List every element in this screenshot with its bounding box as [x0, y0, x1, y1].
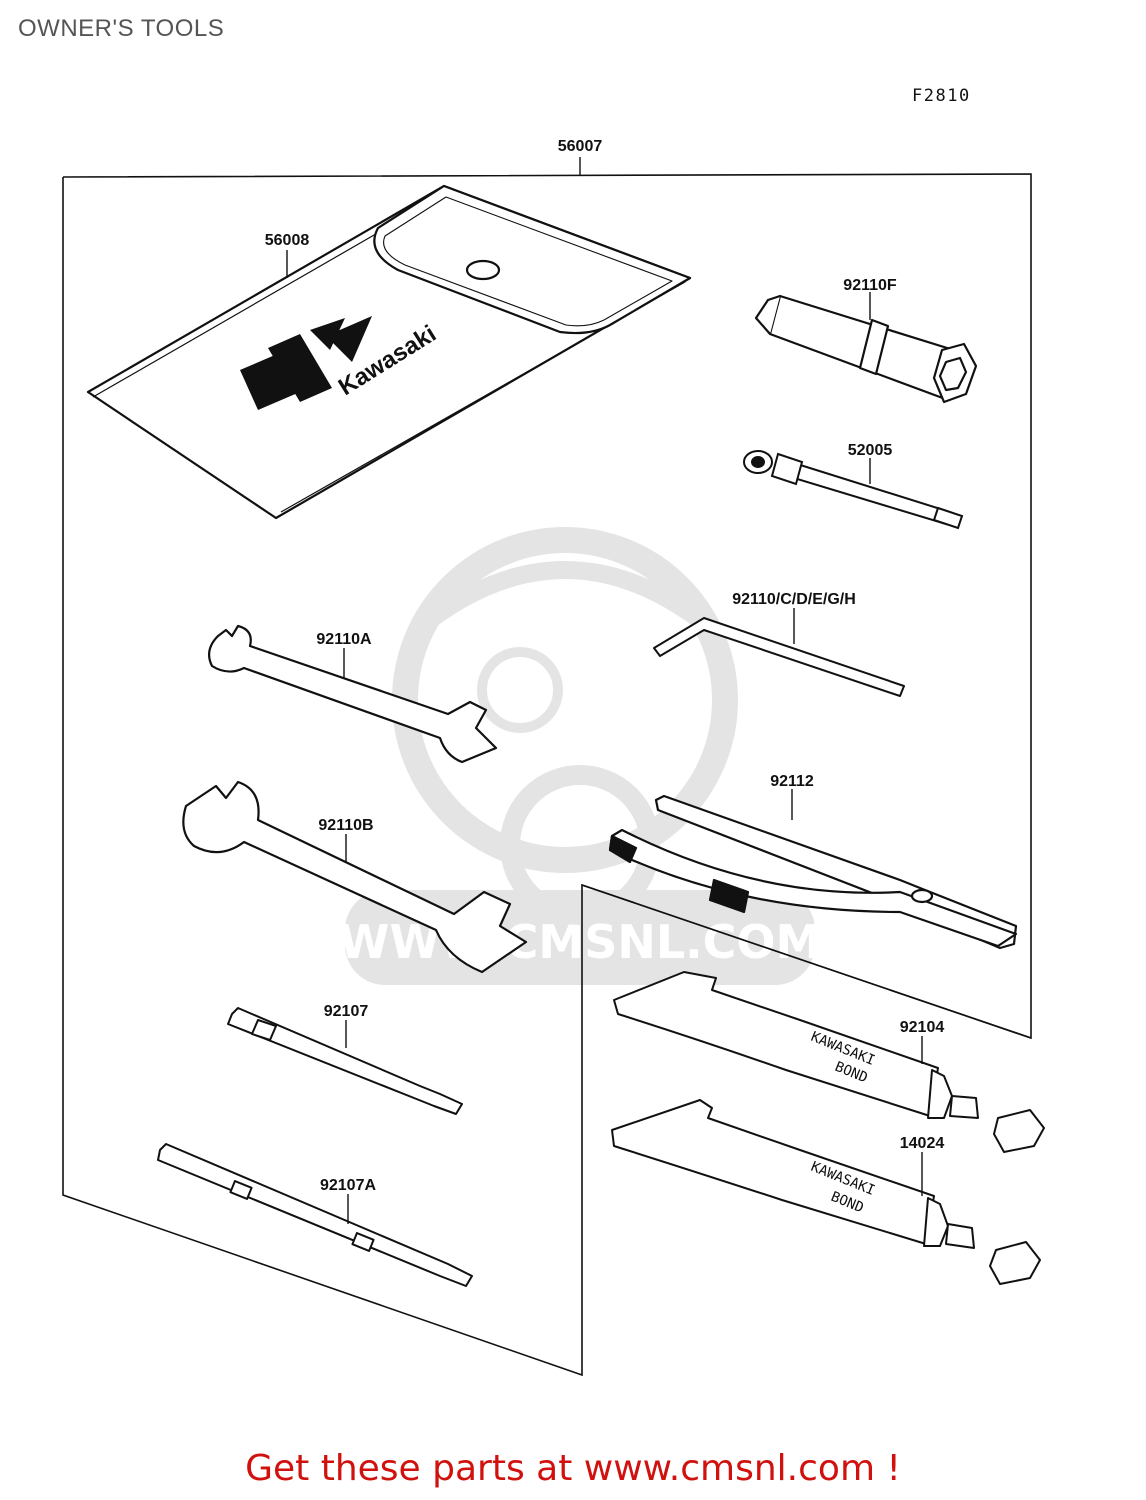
pliers [608, 794, 1018, 950]
bond-tube-14024: KAWASAKI BOND [611, 1099, 1041, 1285]
tommy-bar-handle [743, 450, 964, 530]
page-title: OWNER'S TOOLS [18, 15, 225, 42]
part-label-14024: 14024 [900, 1135, 945, 1152]
plug-wrench [754, 294, 978, 404]
part-label-52005: 52005 [848, 442, 893, 459]
part-label-92110B: 92110B [318, 817, 373, 834]
screwdriver-92107a [157, 1143, 473, 1287]
part-label-92107: 92107 [324, 1003, 369, 1020]
figure-code: F2810 [912, 86, 971, 106]
part-label-56008: 56008 [265, 232, 310, 249]
wrench-92110a [207, 624, 498, 764]
hex-key [653, 617, 905, 697]
part-label-56007: 56007 [558, 138, 603, 155]
footer-link-text[interactable]: Get these parts at www.cmsnl.com ! [245, 1448, 901, 1489]
wrench-92110b [182, 780, 528, 974]
screwdriver-92107 [227, 1007, 463, 1115]
part-label-92110-set: 92110/C/D/E/G/H [732, 591, 856, 608]
part-label-92107A: 92107A [320, 1177, 376, 1194]
part-label-92104: 92104 [900, 1019, 945, 1036]
part-label-92110F: 92110F [843, 277, 897, 294]
part-label-92110A: 92110A [316, 631, 372, 648]
part-label-92112: 92112 [770, 773, 814, 790]
bond-tube-92104: KAWASAKI BOND [613, 971, 1045, 1153]
tool-pouch [86, 184, 692, 520]
kit-outline [62, 173, 1032, 1377]
